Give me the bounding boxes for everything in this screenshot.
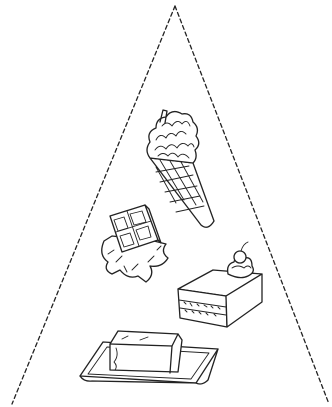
- butter-dish-icon: [80, 331, 218, 384]
- cake-slice-icon: [178, 242, 262, 327]
- ice-cream-cone-icon: [147, 110, 214, 227]
- chocolate-bar-icon: [102, 205, 168, 282]
